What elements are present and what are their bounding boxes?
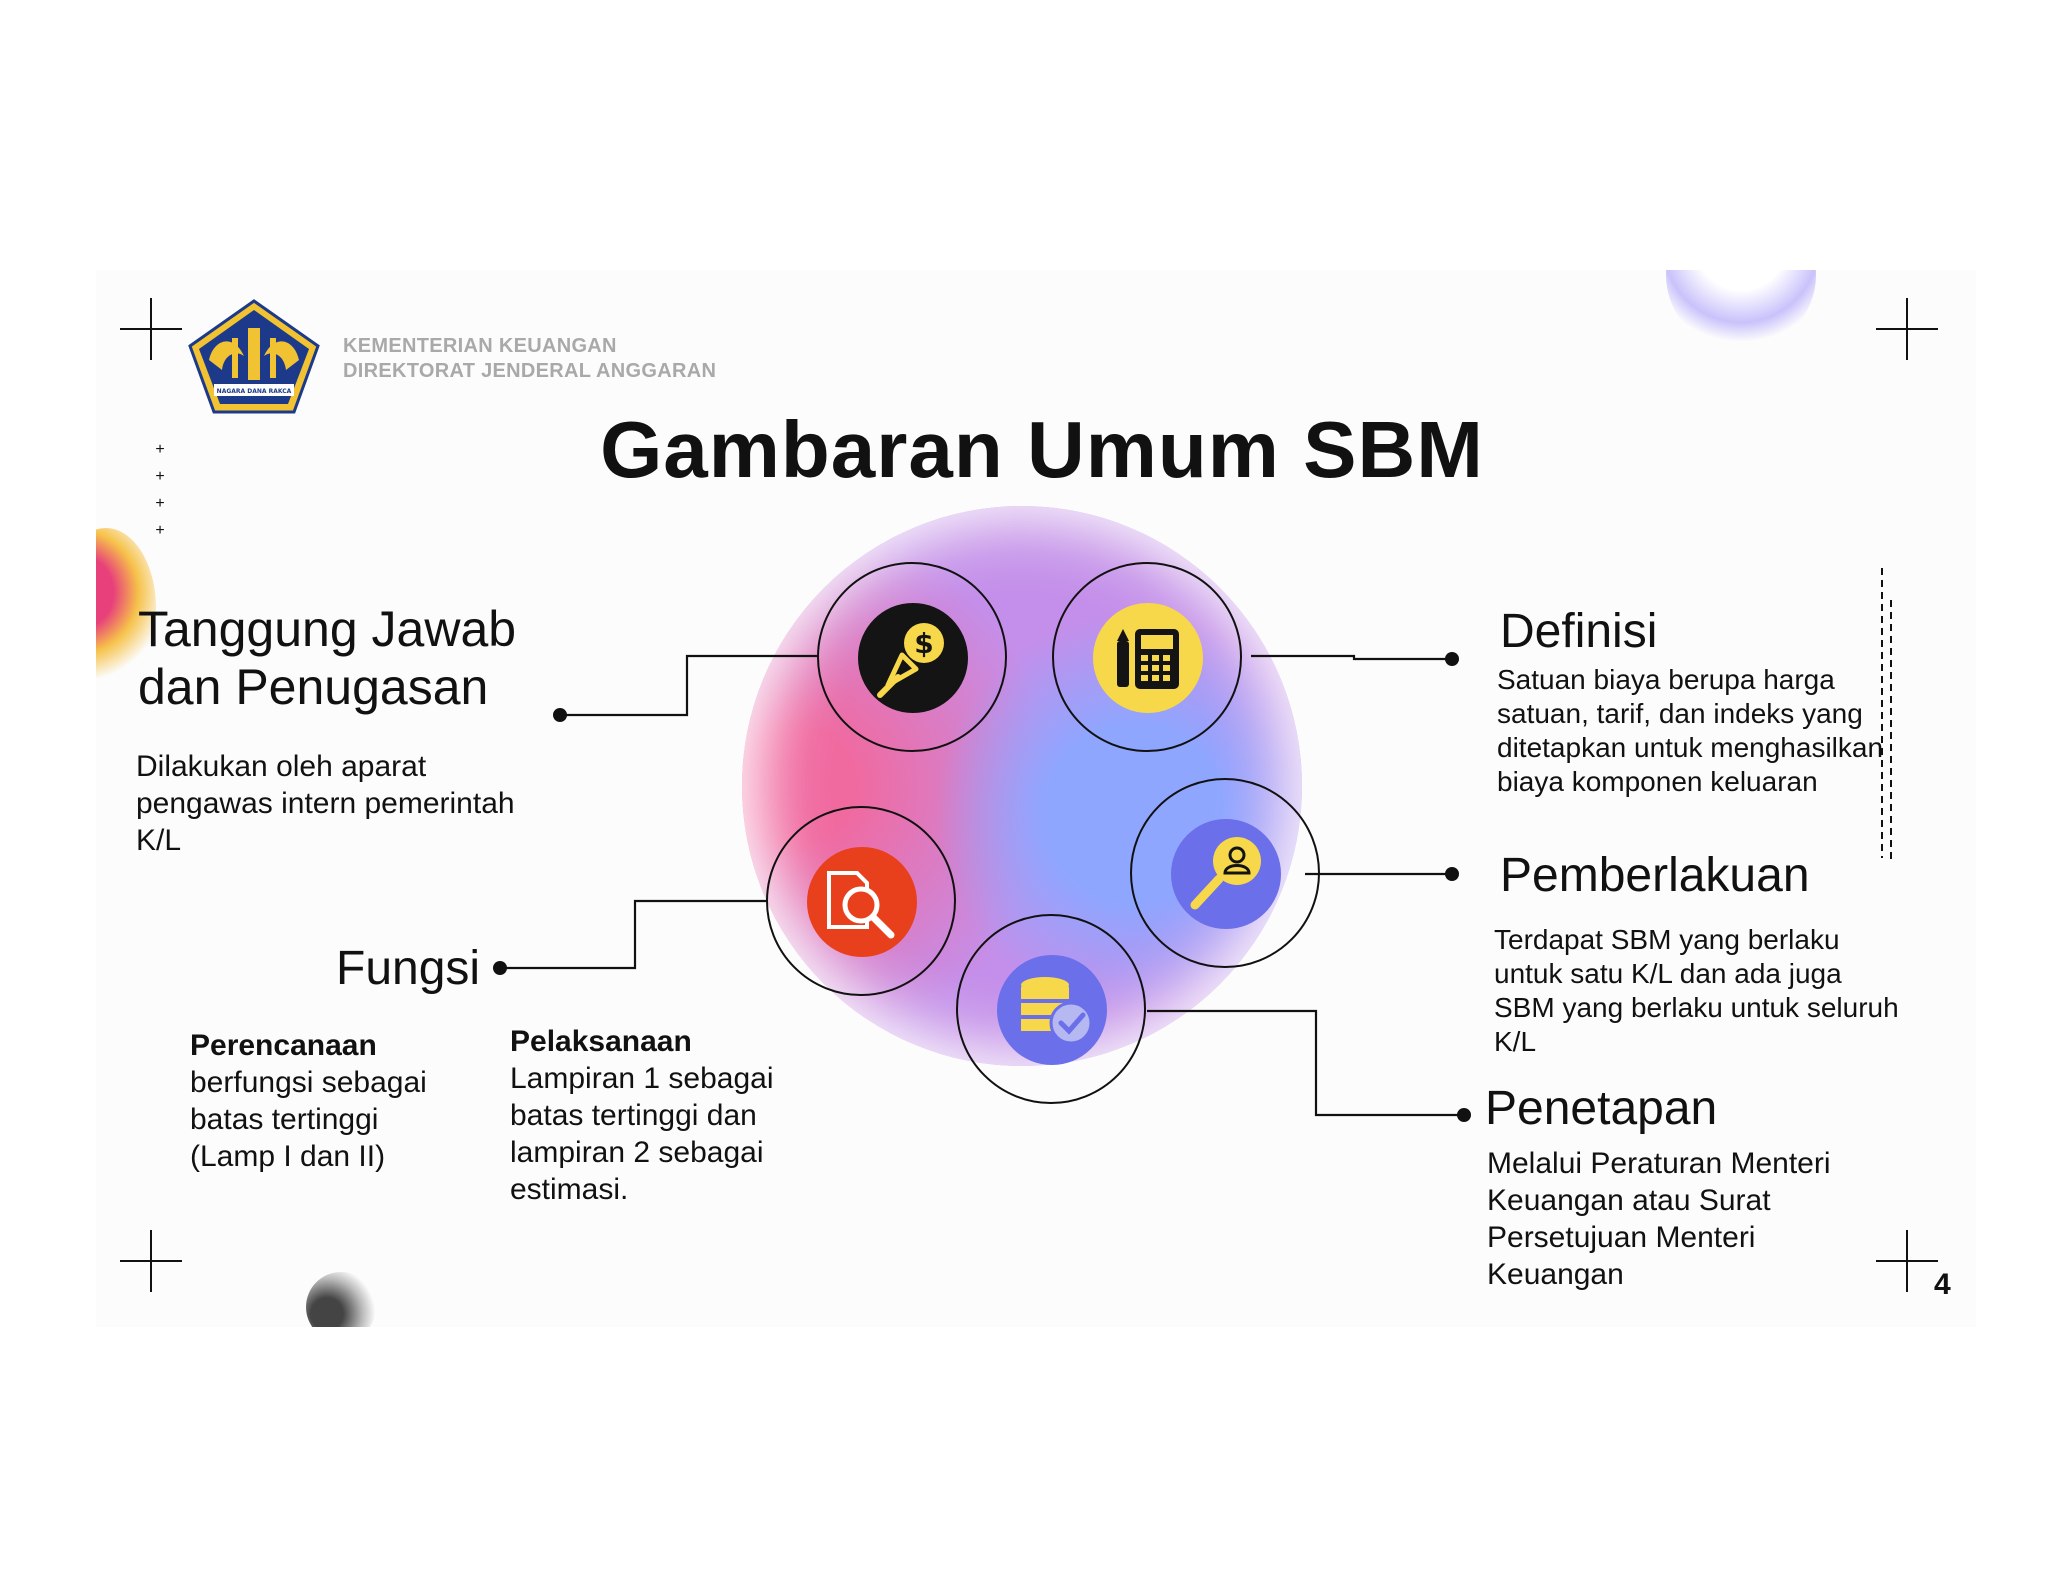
tanggung-desc-line: pengawas intern pemerintah bbox=[136, 787, 515, 820]
corner-cross-top-right bbox=[1876, 298, 1938, 360]
icon-ring-database bbox=[956, 914, 1146, 1104]
penetapan-desc: Melalui Peraturan Menteri Keuangan atau … bbox=[1487, 1145, 1831, 1293]
tanggung-desc-line: K/L bbox=[136, 824, 182, 857]
org-line-2: DIREKTORAT JENDERAL ANGGARAN bbox=[343, 360, 717, 382]
perencanaan-desc-line: (Lamp I dan II) bbox=[190, 1140, 386, 1173]
tanggung-jawab-desc: Dilakukan oleh aparat pengawas intern pe… bbox=[136, 748, 515, 859]
pemberlakuan-desc: Terdapat SBM yang berlaku untuk satu K/L… bbox=[1494, 923, 1899, 1059]
tanggung-line-1: Tanggung Jawab bbox=[138, 601, 517, 657]
penetapan-desc-line: Persetujuan Menteri bbox=[1487, 1221, 1756, 1254]
pelaksanaan-block: Pelaksanaan Lampiran 1 sebagai batas ter… bbox=[510, 1023, 774, 1208]
org-name: KEMENTERIAN KEUANGAN DIREKTORAT JENDERAL… bbox=[343, 334, 716, 384]
corner-cross-bottom-left bbox=[120, 1230, 182, 1292]
org-line-1: KEMENTERIAN KEUANGAN bbox=[343, 335, 617, 357]
logo-text: NAGARA DANA RAKCA bbox=[217, 388, 292, 395]
connector-lines bbox=[493, 568, 1892, 1122]
perencanaan-desc-line: berfungsi sebagai bbox=[190, 1066, 427, 1099]
decor-blob-bottom bbox=[306, 1272, 376, 1327]
penetapan-desc-line: Keuangan bbox=[1487, 1258, 1624, 1291]
penetapan-desc-line: Melalui Peraturan Menteri bbox=[1487, 1147, 1831, 1180]
pelaksanaan-desc-line: lampiran 2 sebagai bbox=[510, 1136, 764, 1169]
page-title: Gambaran Umum SBM bbox=[600, 405, 1484, 494]
tanggung-desc-line: Dilakukan oleh aparat bbox=[136, 750, 427, 783]
svg-text:$: $ bbox=[914, 627, 933, 660]
pemberlakuan-desc-line: K/L bbox=[1494, 1026, 1537, 1057]
kemenkeu-logo: NAGARA DANA RAKCA bbox=[188, 299, 320, 414]
pemberlakuan-desc-line: SBM yang berlaku untuk seluruh bbox=[1494, 992, 1899, 1023]
penetapan-title: Penetapan bbox=[1485, 1082, 1718, 1135]
database-check-icon bbox=[997, 955, 1107, 1065]
perencanaan-title: Perencanaan bbox=[190, 1029, 377, 1062]
pelaksanaan-desc-line: Lampiran 1 sebagai bbox=[510, 1062, 774, 1095]
definisi-desc-line: Satuan biaya berupa harga bbox=[1497, 664, 1835, 695]
icon-ring-calculator bbox=[1052, 562, 1242, 752]
icon-ring-document bbox=[766, 806, 956, 996]
perencanaan-desc-line: batas tertinggi bbox=[190, 1103, 379, 1136]
user-search-icon bbox=[1171, 819, 1281, 929]
pelaksanaan-desc-line: estimasi. bbox=[510, 1173, 629, 1206]
tanggung-line-2: dan Penugasan bbox=[138, 659, 489, 715]
pemberlakuan-title: Pemberlakuan bbox=[1500, 849, 1810, 902]
money-cursor-icon: $ bbox=[858, 603, 968, 713]
definisi-title: Definisi bbox=[1500, 605, 1658, 658]
plus-decor-column: ++++ bbox=[155, 441, 165, 539]
penetapan-desc-line: Keuangan atau Surat bbox=[1487, 1184, 1771, 1217]
perencanaan-block: Perencanaan berfungsi sebagai batas tert… bbox=[190, 1027, 427, 1175]
corner-cross-top-left bbox=[120, 298, 182, 360]
icon-ring-money: $ bbox=[817, 562, 1007, 752]
pemberlakuan-desc-line: untuk satu K/L dan ada juga bbox=[1494, 958, 1842, 989]
definisi-desc-line: satuan, tarif, dan indeks yang bbox=[1497, 698, 1863, 729]
corner-cross-bottom-right bbox=[1876, 1230, 1938, 1292]
tanggung-jawab-title: Tanggung Jawab dan Penugasan bbox=[138, 600, 516, 716]
fungsi-title: Fungsi bbox=[336, 942, 481, 995]
calculator-icon bbox=[1093, 603, 1203, 713]
definisi-desc: Satuan biaya berupa harga satuan, tarif,… bbox=[1497, 663, 1883, 799]
page-number: 4 bbox=[1934, 1268, 1951, 1301]
definisi-desc-line: ditetapkan untuk menghasilkan bbox=[1497, 732, 1884, 763]
pelaksanaan-desc-line: batas tertinggi dan bbox=[510, 1099, 757, 1132]
pemberlakuan-desc-line: Terdapat SBM yang berlaku bbox=[1494, 924, 1840, 955]
slide: ++++ NAGARA DANA RAKCA KEMENTERIAN KEUAN… bbox=[96, 270, 1976, 1327]
document-search-icon bbox=[807, 847, 917, 957]
icon-ring-user-search bbox=[1130, 778, 1320, 968]
pelaksanaan-title: Pelaksanaan bbox=[510, 1025, 692, 1058]
definisi-desc-line: biaya komponen keluaran bbox=[1497, 766, 1818, 797]
